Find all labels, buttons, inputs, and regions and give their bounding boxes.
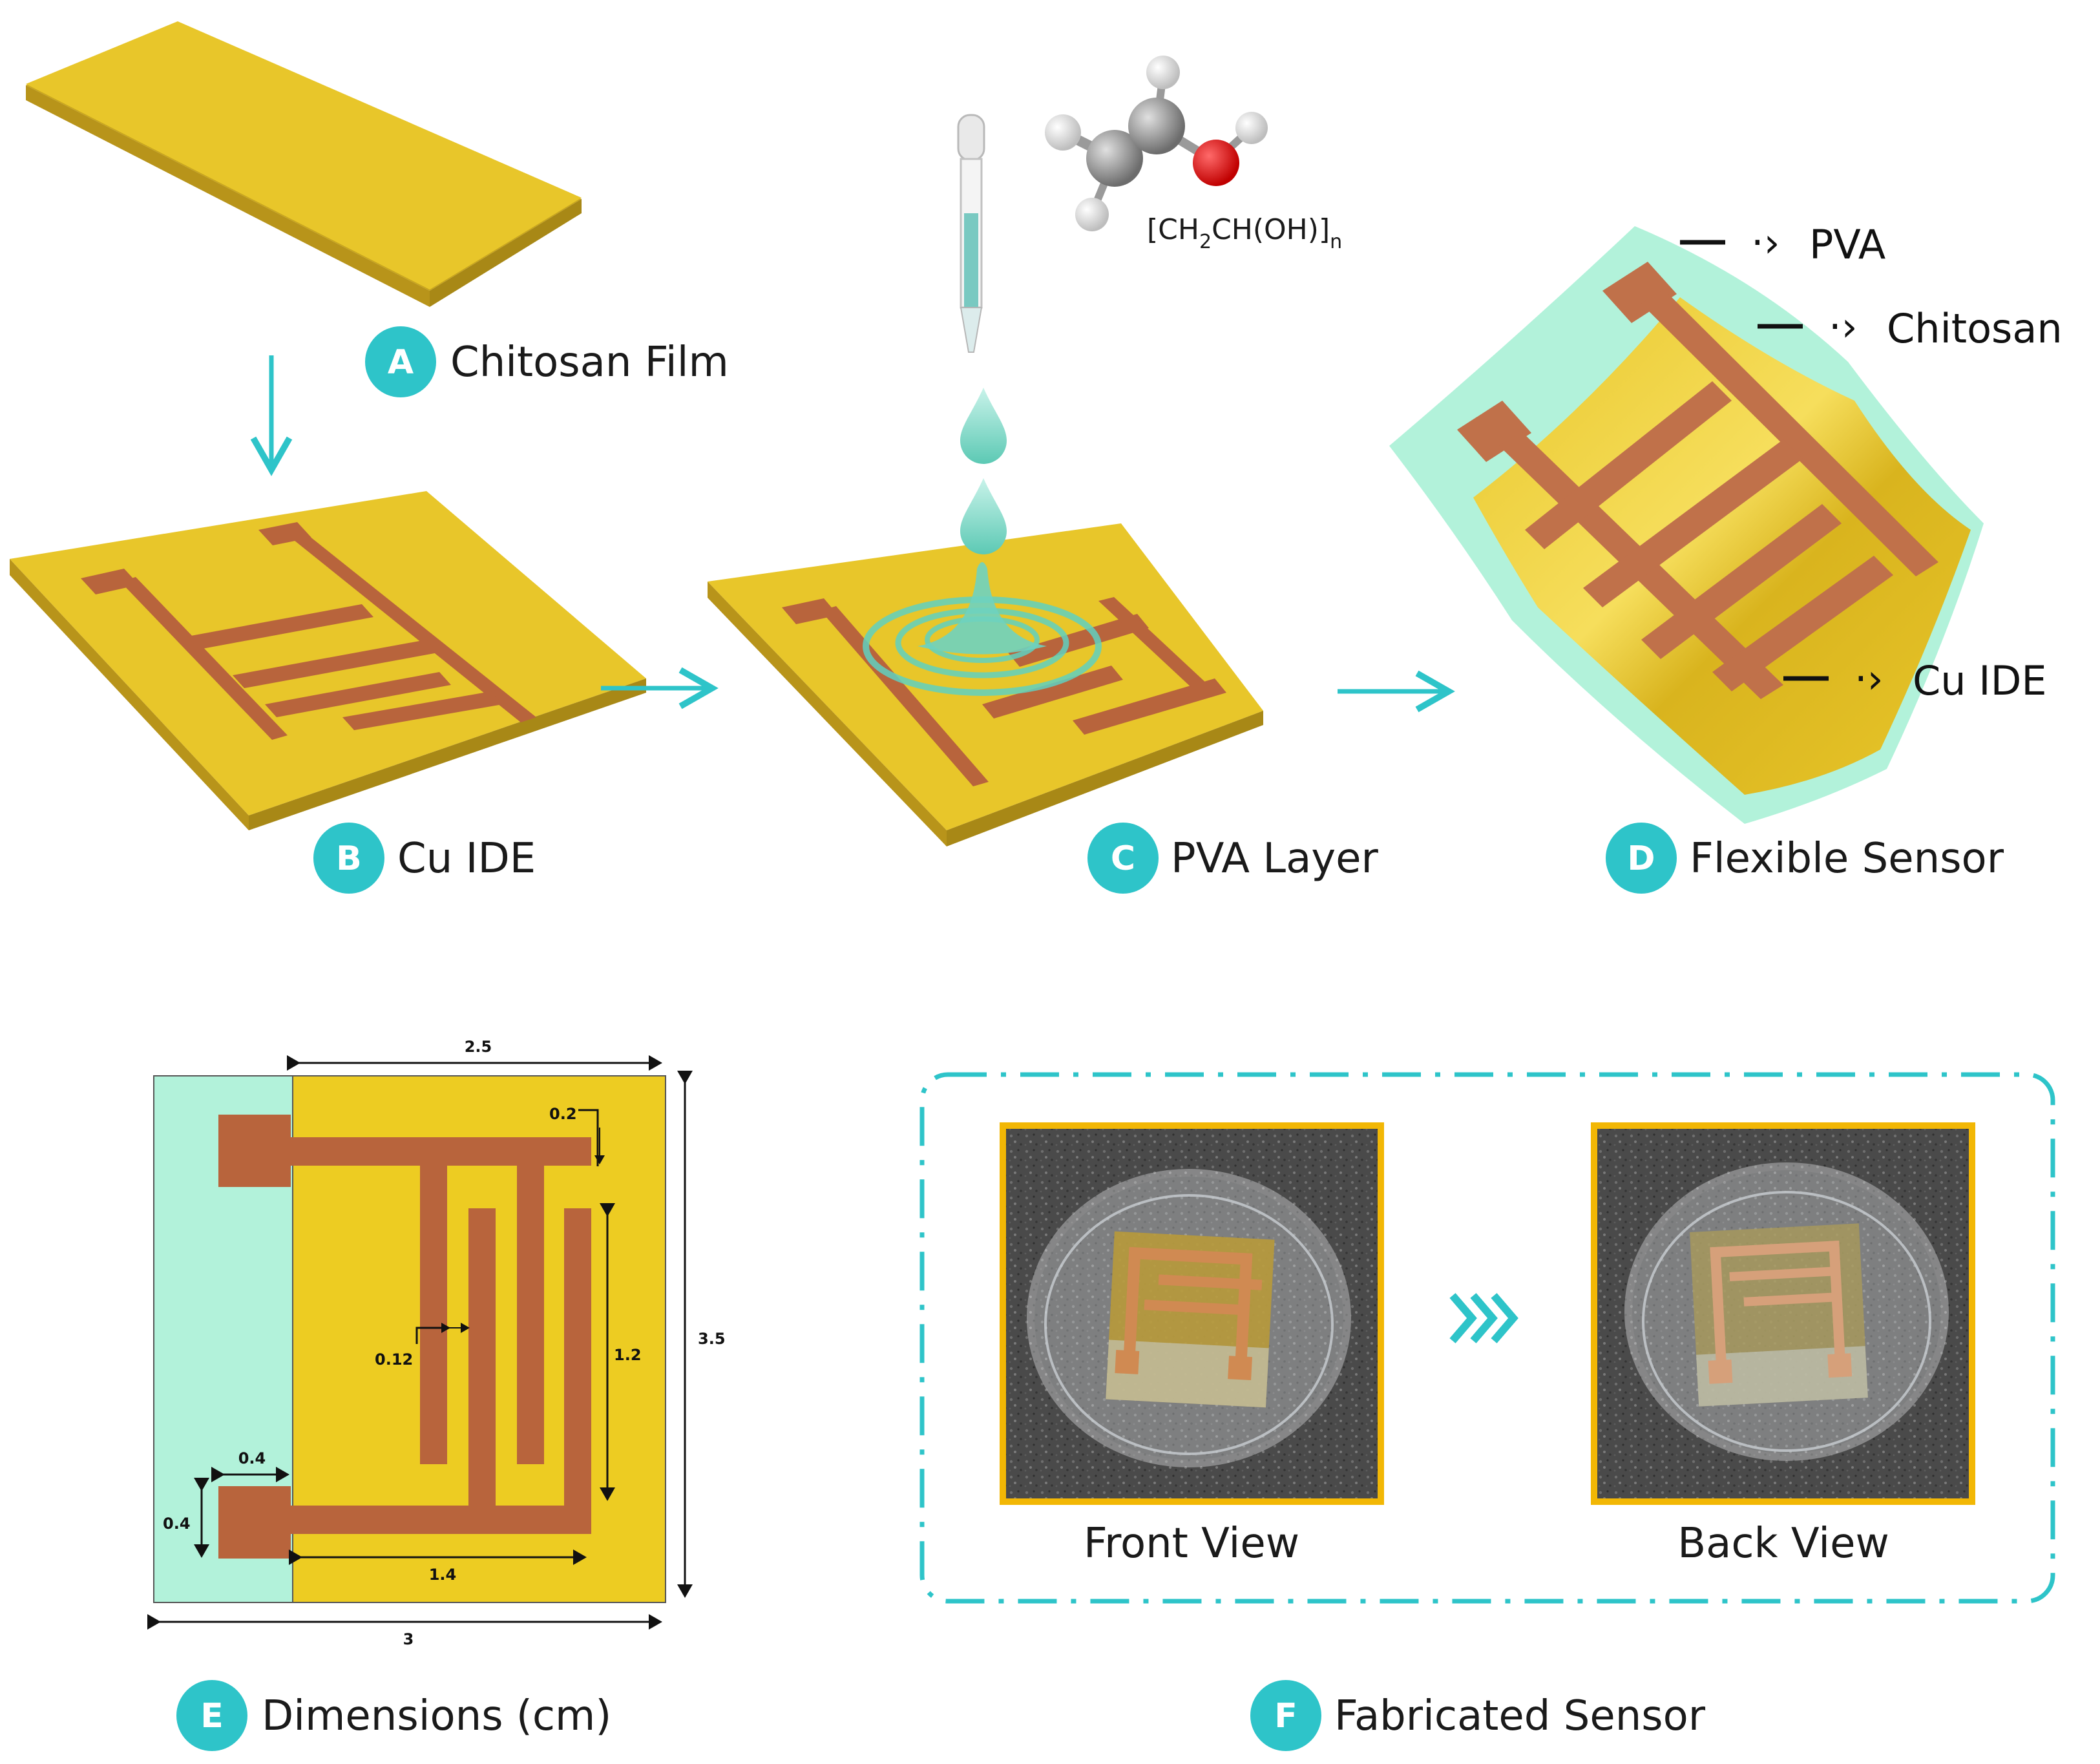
dim-pad-height: 0.4 [163, 1515, 191, 1533]
pva-molecule-icon [1045, 56, 1268, 231]
dim-bus-length: 1.4 [429, 1566, 457, 1584]
step-c-label: C PVA Layer [1087, 823, 1379, 894]
chevron-arrows-icon [1449, 1293, 1518, 1343]
layer-callouts: ·› PVA ·› Chitosan ·› Cu IDE [1751, 219, 2063, 704]
step-title: PVA Layer [1171, 835, 1379, 883]
front-view-caption: Front View [1084, 1520, 1299, 1568]
dim-gap: 0.12 [375, 1350, 413, 1369]
step-badge-f [1250, 1680, 1321, 1751]
dimension-drawing: 2.5 3.5 3 1.2 1.4 0.2 0.12 0.4 0.4 [147, 1038, 726, 1648]
step-title: Chitosan Film [450, 339, 729, 386]
electrode-pattern-b [81, 522, 536, 740]
chitosan-callout: Chitosan [1887, 305, 2063, 352]
front-view-photo [1000, 1122, 1384, 1505]
droplet-icon [960, 478, 1007, 554]
pva-coating-illustration [708, 523, 1263, 846]
step-badge-letter: E [200, 1697, 224, 1736]
step-f-label: F Fabricated Sensor [1250, 1680, 1706, 1751]
electrode-pattern-d [1457, 262, 1938, 699]
chitosan-film-illustration [26, 21, 582, 307]
electrode-pattern-c [782, 597, 1226, 786]
callout-arrow-icon: ·› [1854, 655, 1884, 702]
step-badge-letter: C [1111, 839, 1135, 878]
dim-track-width: 0.2 [549, 1105, 577, 1123]
droplet-icon [960, 388, 1007, 464]
cu-ide-illustration [10, 491, 646, 830]
dim-film-width: 2.5 [465, 1038, 492, 1056]
pva-formula: [CH2CH(OH)]n [1147, 213, 1342, 253]
back-view-photo [1591, 1122, 1975, 1505]
back-view-caption: Back View [1677, 1520, 1889, 1568]
step-badge-letter: B [336, 839, 362, 878]
step-badge-a [365, 326, 436, 397]
step-title: Cu IDE [397, 835, 536, 883]
electrode-pattern-back [1708, 1240, 1853, 1384]
step-title: Dimensions (cm) [262, 1692, 611, 1740]
callout-arrow-icon: ·› [1829, 303, 1858, 350]
step-b-label: B Cu IDE [313, 823, 536, 894]
step-d-label: D Flexible Sensor [1606, 823, 2004, 894]
cu-ide-callout: Cu IDE [1913, 657, 2047, 704]
chitosan-layer-shape [1473, 297, 1971, 795]
flexible-sensor-illustration [1389, 226, 1984, 824]
dim-total-width: 3 [403, 1630, 414, 1648]
dim-pad-width: 0.4 [238, 1449, 266, 1467]
step-badge-letter: D [1627, 839, 1655, 878]
callout-arrow-icon: ·› [1751, 219, 1780, 266]
step-badge-d [1606, 823, 1677, 894]
step-badge-e [176, 1680, 247, 1751]
electrode-pattern-e [218, 1115, 591, 1559]
step-title: Fabricated Sensor [1334, 1692, 1706, 1740]
splash-cone [918, 562, 1047, 655]
dim-total-height: 3.5 [698, 1330, 726, 1348]
step-badge-b [313, 823, 384, 894]
step-title: Flexible Sensor [1690, 835, 2004, 883]
dim-leader [578, 1109, 599, 1166]
electrode-pattern-front [1115, 1246, 1263, 1381]
step-badge-letter: A [388, 343, 414, 382]
step-badge-letter: F [1274, 1697, 1297, 1736]
dim-leader [415, 1327, 449, 1344]
step-a-label: A Chitosan Film [365, 326, 729, 397]
pva-callout: PVA [1809, 221, 1885, 268]
step-e-label: E Dimensions (cm) [176, 1680, 611, 1751]
pipette-icon [957, 114, 985, 353]
step-badge-c [1087, 823, 1159, 894]
dim-finger-length: 1.2 [614, 1346, 642, 1364]
photo-panel-frame [919, 1072, 2055, 1604]
